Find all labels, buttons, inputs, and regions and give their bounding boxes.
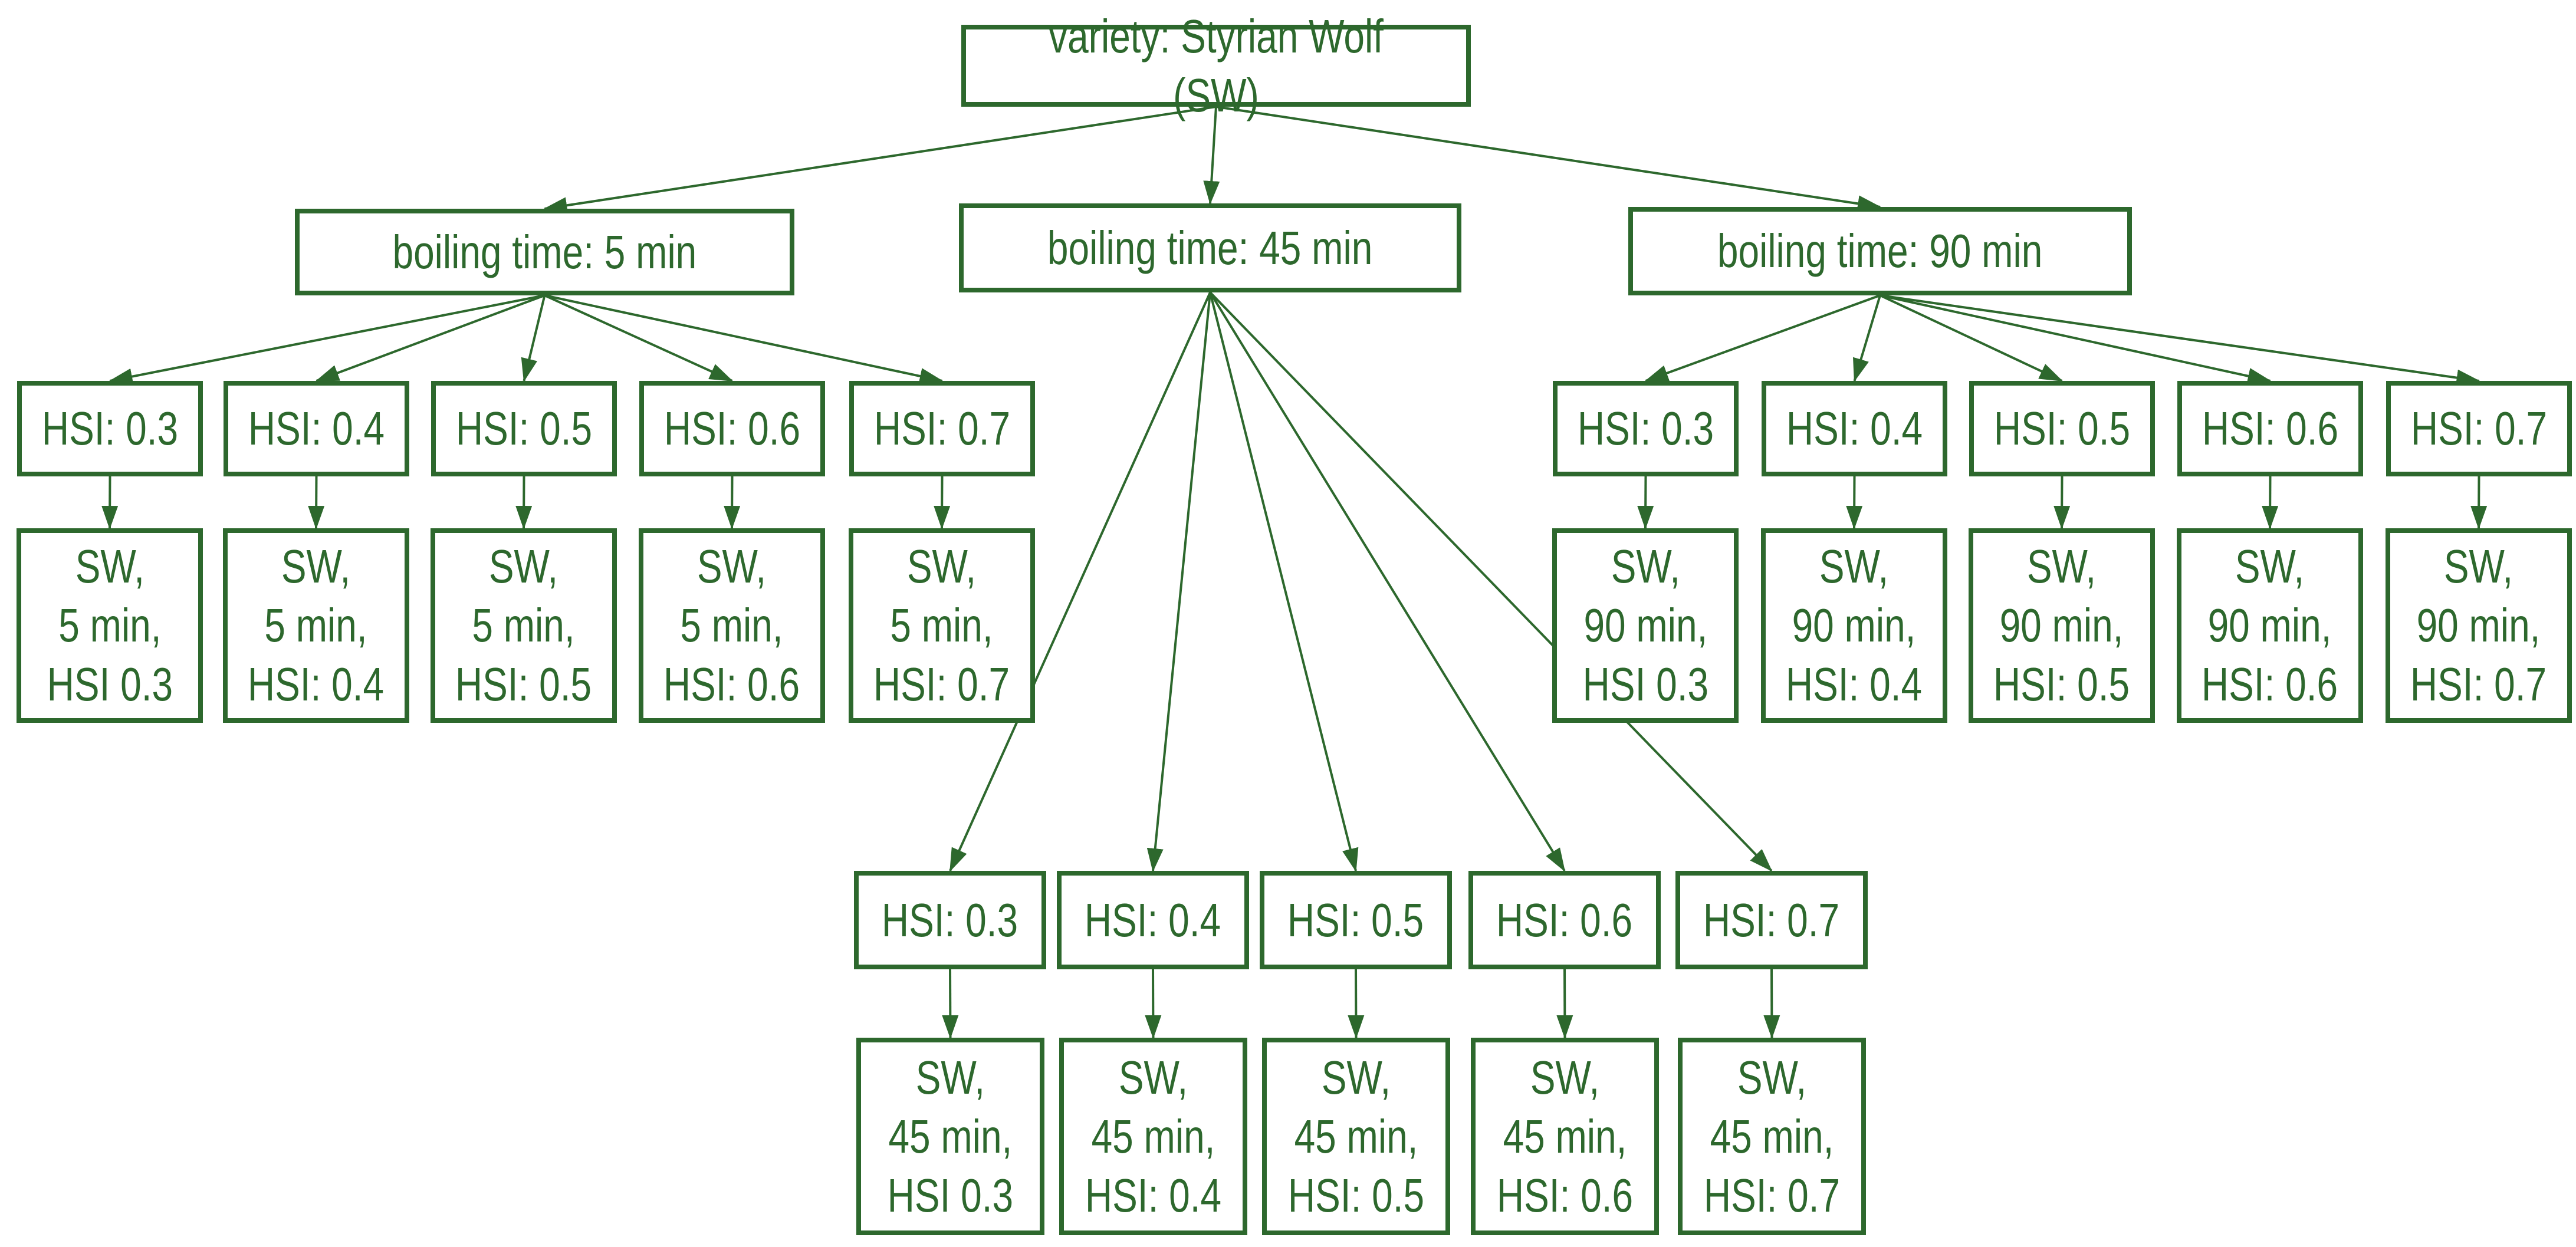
hsi-node: HSI: 0.3 bbox=[854, 871, 1046, 969]
hsi-node: HSI: 0.7 bbox=[849, 381, 1035, 476]
leaf-node: SW, 90 min, HSI: 0.7 bbox=[2386, 528, 2572, 723]
leaf-node-label: SW, 5 min, HSI: 0.7 bbox=[873, 540, 1010, 710]
leaf-node-label: SW, 45 min, HSI: 0.6 bbox=[1496, 1051, 1634, 1222]
tree-edge bbox=[2262, 476, 2279, 529]
hsi-node: HSI: 0.3 bbox=[17, 381, 203, 476]
hsi-node-label: HSI: 0.4 bbox=[1786, 402, 1923, 455]
tree-edge bbox=[1145, 969, 1162, 1039]
hsi-node: HSI: 0.7 bbox=[1675, 871, 1868, 969]
tree-edge bbox=[1209, 291, 1773, 872]
leaf-node: SW, 90 min, HSI: 0.4 bbox=[1761, 528, 1947, 723]
leaf-node: SW, 5 min, HSI: 0.7 bbox=[849, 528, 1035, 723]
hsi-node-label: HSI: 0.3 bbox=[1577, 402, 1714, 455]
leaf-node-label: SW, 90 min, HSI: 0.6 bbox=[2202, 540, 2338, 710]
hsi-node: HSI: 0.4 bbox=[1762, 381, 1947, 476]
hsi-node-label: HSI: 0.3 bbox=[41, 402, 179, 455]
tree-edge bbox=[1880, 294, 2480, 386]
leaf-node-label: SW, 45 min, HSI: 0.5 bbox=[1287, 1051, 1425, 1222]
branch-node-5min: boiling time: 5 min bbox=[295, 209, 794, 295]
leaf-node: SW, 90 min, HSI 0.3 bbox=[1552, 528, 1739, 723]
tree-edge bbox=[942, 969, 959, 1039]
tree-edge bbox=[1644, 294, 1881, 382]
leaf-node-label: SW, 5 min, HSI 0.3 bbox=[47, 540, 173, 710]
leaf-node: SW, 45 min, HSI 0.3 bbox=[856, 1038, 1044, 1235]
tree-edge bbox=[308, 476, 325, 529]
tree-edge bbox=[1209, 291, 1566, 872]
leaf-node-label: SW, 90 min, HSI: 0.7 bbox=[2410, 540, 2547, 710]
leaf-node: SW, 45 min, HSI: 0.4 bbox=[1059, 1038, 1247, 1235]
leaf-node: SW, 5 min, HSI: 0.6 bbox=[639, 528, 825, 723]
tree-edge bbox=[1880, 294, 2064, 382]
hsi-node: HSI: 0.4 bbox=[224, 381, 409, 476]
tree-edge bbox=[1846, 476, 1863, 529]
tree-edge bbox=[543, 106, 1217, 214]
leaf-node: SW, 45 min, HSI: 0.6 bbox=[1471, 1038, 1659, 1235]
tree-edge bbox=[521, 295, 546, 382]
leaf-node: SW, 45 min, HSI: 0.5 bbox=[1262, 1038, 1450, 1235]
tree-edge bbox=[1146, 292, 1211, 872]
hsi-node-label: HSI: 0.3 bbox=[882, 893, 1018, 946]
leaf-node: SW, 5 min, HSI 0.3 bbox=[17, 528, 203, 723]
hsi-node-label: HSI: 0.6 bbox=[2202, 402, 2339, 455]
hsi-node-label: HSI: 0.5 bbox=[455, 402, 593, 455]
tree-edge bbox=[1853, 295, 1881, 382]
hsi-node: HSI: 0.5 bbox=[431, 381, 617, 476]
leaf-node-label: SW, 45 min, HSI: 0.7 bbox=[1703, 1051, 1841, 1222]
tree-edge bbox=[544, 294, 734, 382]
hsi-node: HSI: 0.6 bbox=[1468, 871, 1661, 969]
tree-edge bbox=[1637, 476, 1654, 529]
hsi-node: HSI: 0.5 bbox=[1969, 381, 2155, 476]
hsi-node-label: HSI: 0.6 bbox=[663, 402, 801, 455]
leaf-node-label: SW, 90 min, HSI: 0.5 bbox=[1993, 540, 2130, 710]
leaf-node: SW, 5 min, HSI: 0.5 bbox=[431, 528, 617, 723]
branch-node-90min: boiling time: 90 min bbox=[1628, 207, 2132, 295]
leaf-node-label: SW, 90 min, HSI: 0.4 bbox=[1786, 540, 1923, 710]
leaf-node: SW, 90 min, HSI: 0.5 bbox=[1969, 528, 2155, 723]
hsi-node: HSI: 0.6 bbox=[2177, 381, 2363, 476]
leaf-node-label: SW, 90 min, HSI 0.3 bbox=[1582, 540, 1708, 710]
hsi-node-label: HSI: 0.6 bbox=[1496, 893, 1633, 946]
branch-node-45min: boiling time: 45 min bbox=[959, 203, 1461, 292]
hsi-node-label: HSI: 0.7 bbox=[873, 402, 1011, 455]
hsi-node: HSI: 0.3 bbox=[1553, 381, 1739, 476]
hsi-node-label: HSI: 0.7 bbox=[2410, 402, 2548, 455]
tree-edge bbox=[109, 294, 545, 385]
tree-edge bbox=[1209, 292, 1359, 872]
hsi-node-label: HSI: 0.5 bbox=[1993, 402, 2131, 455]
leaf-node: SW, 45 min, HSI: 0.7 bbox=[1678, 1038, 1866, 1235]
tree-edge bbox=[1203, 106, 1220, 205]
hsi-node-label: HSI: 0.5 bbox=[1287, 893, 1424, 946]
tree-edge bbox=[1215, 106, 1881, 212]
branch-node-label: boiling time: 90 min bbox=[1717, 225, 2043, 277]
hsi-node: HSI: 0.7 bbox=[2386, 381, 2572, 476]
root-node-label: variety: Styrian Wolf (SW) bbox=[1049, 9, 1384, 121]
hsi-node: HSI: 0.6 bbox=[639, 381, 825, 476]
branch-node-label: boiling time: 5 min bbox=[392, 225, 697, 278]
tree-edge bbox=[949, 292, 1211, 872]
root-node-variety: variety: Styrian Wolf (SW) bbox=[961, 10, 1471, 121]
hsi-node-label: HSI: 0.4 bbox=[248, 402, 385, 455]
leaf-node: SW, 5 min, HSI: 0.4 bbox=[223, 528, 409, 723]
leaf-node: SW, 90 min, HSI: 0.6 bbox=[2177, 528, 2363, 723]
tree-edge bbox=[1880, 294, 2272, 384]
hsi-node-label: HSI: 0.4 bbox=[1085, 893, 1221, 946]
tree-edge bbox=[544, 294, 944, 384]
leaf-node-label: SW, 5 min, HSI: 0.4 bbox=[248, 540, 385, 710]
hsi-node: HSI: 0.5 bbox=[1260, 871, 1452, 969]
leaf-node-label: SW, 5 min, HSI: 0.5 bbox=[455, 540, 592, 710]
leaf-node-label: SW, 5 min, HSI: 0.6 bbox=[663, 540, 800, 710]
hsi-node: HSI: 0.4 bbox=[1057, 871, 1249, 969]
branch-node-label: boiling time: 45 min bbox=[1047, 221, 1373, 274]
leaf-node-label: SW, 45 min, HSI: 0.4 bbox=[1085, 1051, 1222, 1222]
leaf-node-label: SW, 45 min, HSI 0.3 bbox=[887, 1051, 1014, 1222]
tree-edge bbox=[315, 294, 546, 382]
hsi-node-label: HSI: 0.7 bbox=[1703, 893, 1840, 946]
